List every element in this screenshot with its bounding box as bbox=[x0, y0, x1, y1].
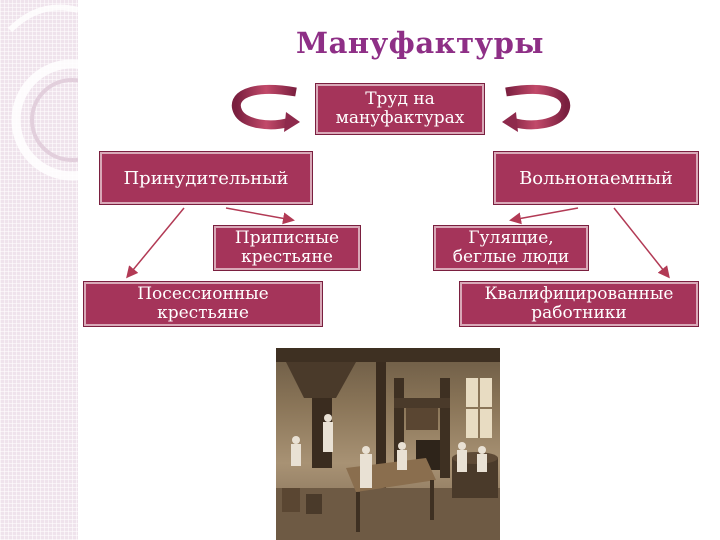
page-title: Мануфактуры bbox=[296, 26, 544, 60]
box-label: Принудительный bbox=[123, 167, 289, 189]
box-label: Посессионные крестьяне bbox=[137, 284, 269, 323]
box-label: Вольнонаемный bbox=[519, 167, 673, 189]
box-labor-at-manufactories: Труд на мануфактурах bbox=[315, 83, 485, 135]
manufactory-painting bbox=[276, 348, 500, 540]
box-hired-labor: Вольнонаемный bbox=[493, 151, 699, 205]
curved-arrow-left bbox=[231, 84, 300, 132]
decorative-rings-icon bbox=[7, 4, 78, 181]
box-possessional-peasants: Посессионные крестьяне bbox=[83, 281, 323, 327]
arrow-hired-to-skilled bbox=[613, 207, 670, 279]
arrow-hired-to-runaway bbox=[509, 207, 579, 225]
curved-arrow-right bbox=[502, 84, 571, 132]
box-runaway-people: Гулящие, беглые люди bbox=[433, 225, 589, 271]
box-assigned-peasants: Приписные крестьяне bbox=[213, 225, 361, 271]
box-label: Квалифицированные работники bbox=[484, 284, 674, 323]
manufactory-scene-icon bbox=[276, 348, 500, 540]
box-label: Приписные крестьяне bbox=[234, 228, 340, 267]
arrow-forced-to-assigned bbox=[225, 207, 295, 225]
arrow-forced-to-possessional bbox=[126, 207, 185, 279]
box-skilled-workers: Квалифицированные работники bbox=[459, 281, 699, 327]
box-label: Гулящие, беглые люди bbox=[452, 228, 570, 267]
box-forced-labor: Принудительный bbox=[99, 151, 313, 205]
box-label: Труд на мануфактурах bbox=[335, 89, 465, 128]
decorative-side-strip bbox=[0, 0, 78, 540]
